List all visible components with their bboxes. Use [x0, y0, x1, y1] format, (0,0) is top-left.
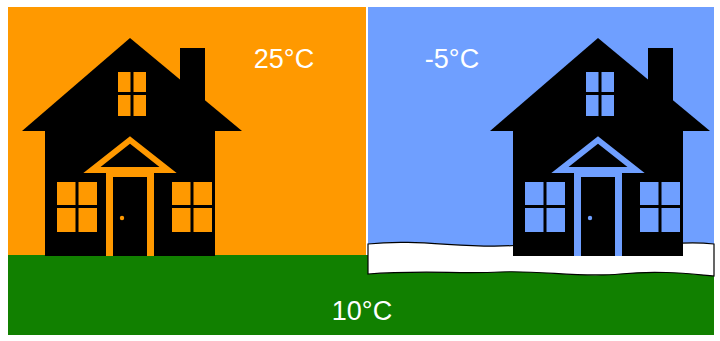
cold-house	[490, 38, 710, 256]
inside-temperature: 25°C	[254, 46, 314, 73]
ground-temperature: 10°C	[332, 298, 392, 325]
cold-sky	[368, 7, 714, 257]
warm-house	[22, 38, 242, 256]
warm-sky	[8, 7, 366, 257]
divider	[366, 7, 368, 255]
outside-temperature: -5°C	[425, 46, 479, 73]
